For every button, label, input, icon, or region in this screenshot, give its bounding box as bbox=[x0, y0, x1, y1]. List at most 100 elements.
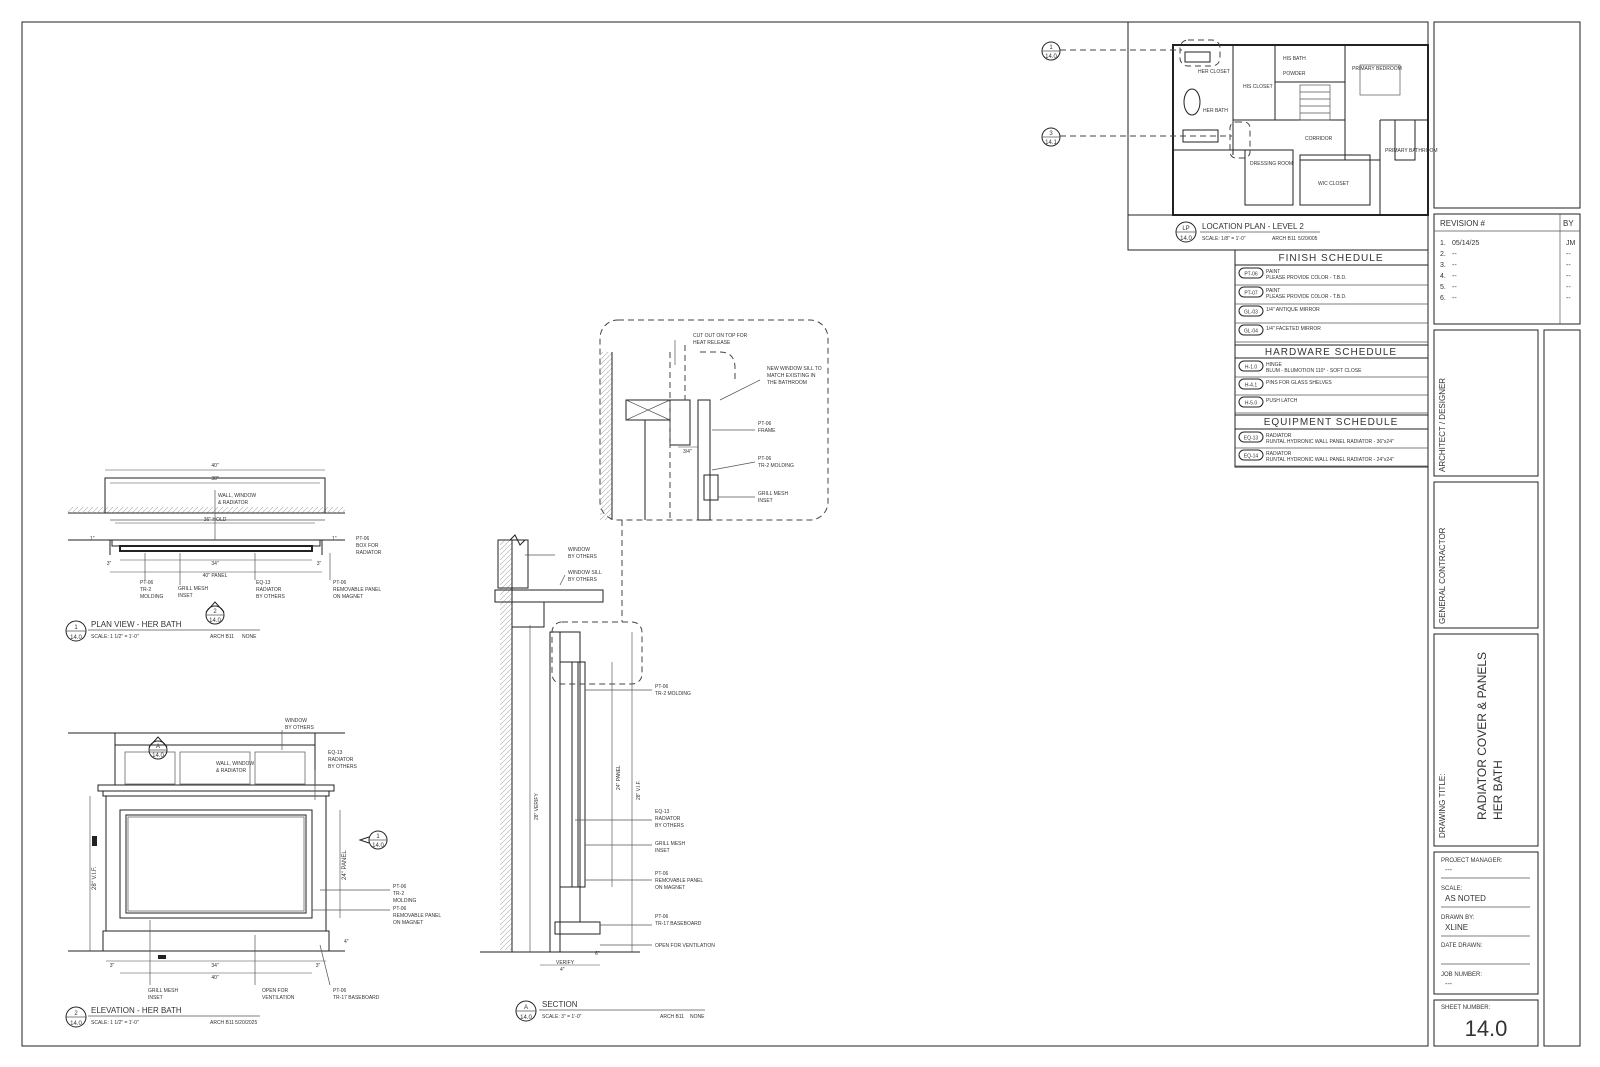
note-label: PT-06 bbox=[655, 684, 669, 690]
note-label: PT-06 bbox=[333, 580, 347, 586]
dim-label: 3" bbox=[316, 963, 321, 969]
architect-designer-label: ARCHITECT / DESIGNER bbox=[1438, 378, 1447, 472]
note-label: MOLDING bbox=[140, 594, 163, 600]
svg-text:14.0: 14.0 bbox=[70, 1021, 82, 1027]
note-label: PT-06 bbox=[655, 914, 669, 920]
note-label: WINDOW SILL bbox=[568, 570, 602, 576]
drawing-title-line2: HER BATH bbox=[1491, 760, 1505, 820]
plan-view: 40" 38" 36" HOLD 34" 40" PANEL 3" 3" 1" … bbox=[65, 463, 382, 642]
revision-number: 5. bbox=[1440, 284, 1446, 291]
titleblock-logo-box bbox=[1433, 21, 1581, 209]
dim-label: 38" bbox=[211, 476, 219, 482]
svg-text:14.0: 14.0 bbox=[1180, 236, 1192, 242]
revision-date: -- bbox=[1452, 262, 1457, 269]
sheet-number-label: SHEET NUMBER: bbox=[1441, 1005, 1491, 1011]
note-label: OPEN FOR VENTILATION bbox=[655, 943, 715, 949]
note-label: PT-06 bbox=[356, 536, 370, 542]
schedule-code-tag bbox=[1238, 267, 1264, 279]
svg-text:A: A bbox=[156, 744, 160, 750]
drawn-by-label: DRAWN BY: bbox=[1441, 915, 1475, 921]
dim-label: 40" bbox=[211, 463, 219, 469]
note-label: WALL, WINDOW bbox=[218, 493, 256, 499]
section: 28" VERIFY 24" PANEL 28" V.I.F. 4" 6" VE… bbox=[480, 520, 715, 1022]
dim-label: 28" V.I.F. bbox=[636, 780, 642, 800]
dim-label: 28" VERIFY bbox=[534, 793, 540, 820]
drawing-title-line1: RADIATOR COVER & PANELS bbox=[1475, 652, 1489, 820]
revision-header: REVISION # bbox=[1440, 219, 1485, 228]
dim-label: 3" bbox=[110, 963, 115, 969]
svg-text:2: 2 bbox=[74, 1011, 78, 1017]
plan-view-paper: ARCH B11 bbox=[210, 634, 234, 640]
room-label: HIS BATH bbox=[1283, 56, 1306, 62]
note-label: GRILL MESH bbox=[758, 491, 788, 497]
note-label: PT-06 bbox=[333, 988, 347, 994]
svg-text:14.1: 14.1 bbox=[1045, 140, 1057, 146]
scale-label: SCALE: bbox=[1441, 886, 1463, 892]
dim-label: 34" bbox=[211, 561, 219, 567]
revision-by: -- bbox=[1566, 251, 1571, 258]
note-label: BY OTHERS bbox=[285, 725, 314, 731]
dim-label: 28" V.I.F. bbox=[92, 866, 98, 890]
schedule-code: EQ-13 bbox=[1244, 436, 1259, 442]
note-label: VERIFY bbox=[556, 960, 575, 966]
schedule-item-line1: 1/4" ANTIQUE MIRROR bbox=[1266, 307, 1320, 313]
location-plan-tag: LP 14.0 bbox=[1175, 221, 1197, 243]
schedule-code: GL-04 bbox=[1244, 329, 1258, 335]
callout-3-tag: 3 14.1 bbox=[1041, 127, 1061, 147]
equipment-schedule-title: EQUIPMENT SCHEDULE bbox=[1264, 417, 1399, 428]
section-scale: SCALE: 3" = 1'-0" bbox=[542, 1014, 582, 1020]
note-label: & RADIATOR bbox=[216, 768, 246, 774]
enlarged-detail: CUT OUT ON TOP FOR HEAT RELEASE NEW WIND… bbox=[599, 319, 829, 521]
schedule-item-line2: PLEASE PROVIDE COLOR - T.B.D. bbox=[1266, 275, 1347, 281]
note-label: PT-06 bbox=[655, 871, 669, 877]
room-label: HER CLOSET bbox=[1198, 69, 1230, 75]
schedule-item-line1: RADIATOR bbox=[1266, 433, 1292, 439]
dim-label: 6" bbox=[595, 951, 600, 957]
note-label: REMOVABLE PANEL bbox=[393, 913, 441, 919]
room-label: PRIMARY BATHROOM bbox=[1385, 148, 1438, 154]
project-manager-value: --- bbox=[1445, 867, 1453, 874]
svg-text:1: 1 bbox=[74, 625, 78, 631]
revision-by: -- bbox=[1566, 295, 1571, 302]
schedule-code-tag bbox=[1238, 449, 1264, 461]
schedule-code: PT-06 bbox=[1244, 272, 1258, 278]
schedule-item-line1: PUSH LATCH bbox=[1266, 398, 1298, 404]
schedule-code-tag bbox=[1238, 324, 1264, 336]
note-label: ON MAGNET bbox=[655, 885, 685, 891]
dim-label: 24" PANEL bbox=[616, 765, 622, 790]
svg-text:1: 1 bbox=[1049, 45, 1053, 51]
note-label: & RADIATOR bbox=[218, 500, 248, 506]
schedule-code-tag bbox=[1238, 305, 1264, 317]
location-plan-title: LOCATION PLAN - LEVEL 2 bbox=[1202, 222, 1304, 231]
schedule-item-line1: 1/4" FACETED MIRROR bbox=[1266, 326, 1321, 332]
plan-view-title: PLAN VIEW - HER BATH bbox=[91, 620, 182, 629]
note-label: VENTILATION bbox=[262, 995, 295, 1001]
note-label: INSET bbox=[758, 498, 773, 504]
note-label: GRILL MESH bbox=[655, 841, 685, 847]
revision-row: 4.---- bbox=[1440, 273, 1571, 280]
svg-text:LP: LP bbox=[1182, 226, 1189, 232]
revision-number: 4. bbox=[1440, 273, 1446, 280]
revision-date: 05/14/25 bbox=[1452, 240, 1479, 247]
schedule-item-line1: PAINT bbox=[1266, 269, 1280, 275]
project-manager-label: PROJECT MANAGER: bbox=[1441, 858, 1503, 864]
note-label: BY OTHERS bbox=[655, 823, 684, 829]
note-label: CUT OUT ON TOP FOR bbox=[693, 333, 748, 339]
grill-mesh bbox=[127, 816, 305, 912]
section-reference-tag: A 14.0 bbox=[148, 736, 168, 760]
callout-1-tag: 1 14.0 bbox=[1041, 41, 1061, 61]
schedule-item-line1: PINS FOR GLASS SHELVES bbox=[1266, 380, 1332, 386]
note-label: EQ-13 bbox=[256, 580, 271, 586]
dim-label: 4" bbox=[344, 939, 349, 945]
schedule-code-tag bbox=[1238, 286, 1264, 298]
schedule-code: H-5.0 bbox=[1245, 401, 1257, 407]
note-label: ON MAGNET bbox=[393, 920, 423, 926]
section-note: NONE bbox=[690, 1014, 705, 1020]
note-label: WINDOW bbox=[285, 718, 307, 724]
elevation-scale: SCALE: 1 1/2" = 1'-0" bbox=[91, 1020, 139, 1026]
note-label: EQ-13 bbox=[328, 750, 343, 756]
dim-label: 4" bbox=[560, 967, 565, 973]
